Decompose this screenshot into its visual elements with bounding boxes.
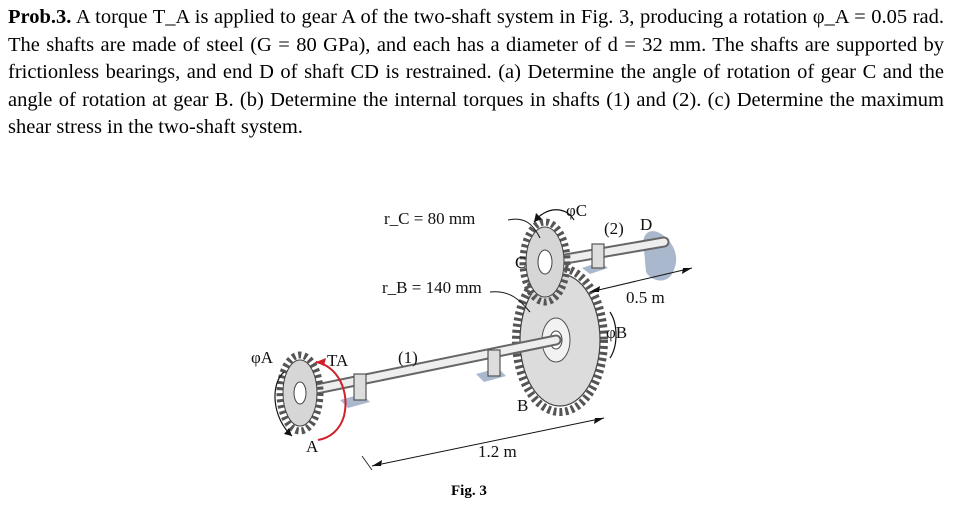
rc-leader: [507, 218, 541, 239]
torque-ta-arrowhead: [316, 358, 326, 366]
shaft-1-label: (1): [398, 348, 418, 367]
torque-ta-arrow: [315, 361, 347, 441]
bearing-shaft-1-left: [340, 373, 370, 408]
rc-label: r_C = 80 mm: [384, 209, 475, 228]
figure-caption: Fig. 3: [451, 483, 487, 499]
len-1-label: 1.2 m: [478, 442, 517, 461]
dimension-1-2m: [361, 417, 605, 471]
gear-c: [519, 218, 571, 306]
phi-b-arrow: [609, 311, 617, 359]
rb-label: r_B = 140 mm: [382, 278, 482, 297]
phi-c-label: φC: [566, 201, 587, 220]
point-c-label: C: [515, 253, 526, 272]
point-d-label: D: [640, 215, 652, 234]
point-a-label: A: [306, 437, 319, 456]
phi-c-arrowhead: [534, 213, 542, 222]
rb-leader: [489, 291, 531, 313]
bearing-shaft-1-right: [476, 349, 506, 382]
gear-a: [276, 351, 324, 435]
phi-b-label: φB: [606, 323, 627, 342]
len-2-label: 0.5 m: [626, 288, 665, 307]
point-b-label: B: [517, 396, 528, 415]
phi-a-arrowhead: [284, 428, 292, 436]
shaft-1: [296, 334, 562, 398]
dimension-0-5m: [589, 267, 693, 293]
phi-a-label: φA: [251, 348, 274, 367]
problem-text: A torque T_A is applied to gear A of the…: [8, 6, 944, 138]
bearing-shaft-2: [582, 243, 608, 274]
shaft-2-label: (2): [604, 219, 624, 238]
torque-ta-label: TA: [327, 351, 349, 370]
problem-statement: Prob.3. A torque T_A is applied to gear …: [8, 4, 944, 142]
problem-label: Prob.3.: [8, 6, 72, 28]
